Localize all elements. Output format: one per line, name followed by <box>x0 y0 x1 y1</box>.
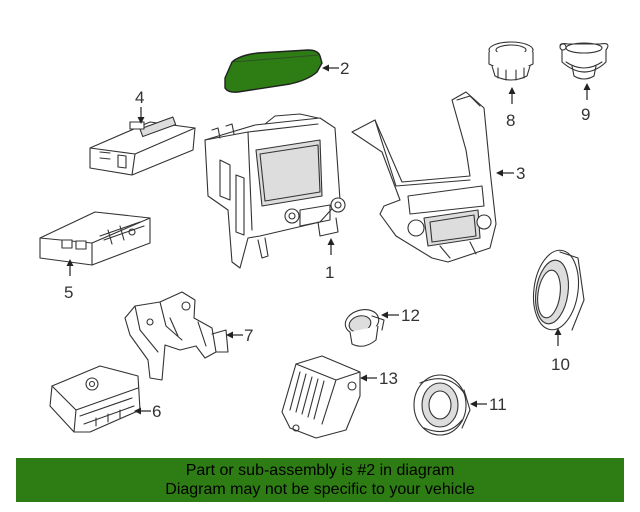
part-7-mounting-bracket[interactable] <box>124 291 229 381</box>
callout-9: 9 <box>581 105 590 124</box>
callout-3: 3 <box>516 164 525 183</box>
banner-line-part: Part or sub-assembly is #2 in diagram <box>185 462 455 479</box>
leader-2: 2 <box>322 59 349 78</box>
callout-13: 13 <box>379 369 398 388</box>
part-9-tweeter-speaker[interactable] <box>559 42 609 80</box>
part-info-banner: Part or sub-assembly is #2 in diagram Di… <box>16 458 624 502</box>
leader-5: 5 <box>64 259 74 302</box>
callout-2: 2 <box>340 59 349 78</box>
part-4-radio-receiver[interactable] <box>89 116 196 176</box>
callout-1: 1 <box>325 263 334 282</box>
leader-12: 12 <box>381 306 420 325</box>
callout-12: 12 <box>401 306 420 325</box>
callout-4: 4 <box>135 88 144 107</box>
part-11-speaker[interactable] <box>413 374 471 436</box>
leader-13: 13 <box>360 369 398 388</box>
leader-9: 9 <box>581 83 591 124</box>
part-13-amplifier[interactable] <box>281 355 361 439</box>
leader-6: 6 <box>134 402 161 421</box>
leader-1: 1 <box>325 238 335 282</box>
leader-8: 8 <box>506 87 516 130</box>
part-8-tweeter-speaker[interactable] <box>488 41 534 81</box>
part-5-control-module[interactable] <box>39 211 151 266</box>
leader-3: 3 <box>496 164 525 183</box>
leader-7: 7 <box>226 326 253 345</box>
banner-line-disclaimer: Diagram may not be specific to your vehi… <box>165 481 475 498</box>
part-3-trim-plate[interactable] <box>351 91 497 263</box>
leader-4: 4 <box>135 88 145 124</box>
part-10-door-speaker[interactable] <box>529 247 585 332</box>
part-2-trim-bezel[interactable] <box>224 49 323 93</box>
part-1-display-head-unit[interactable] <box>204 113 346 269</box>
callout-10: 10 <box>551 355 570 374</box>
part-6-control-module[interactable] <box>49 365 141 433</box>
callout-11: 11 <box>489 395 507 414</box>
leader-11: 11 <box>470 395 507 414</box>
callout-8: 8 <box>506 111 515 130</box>
callout-7: 7 <box>244 326 253 345</box>
callout-6: 6 <box>152 402 161 421</box>
callout-5: 5 <box>64 283 73 302</box>
leader-10: 10 <box>551 328 570 374</box>
part-12-small-speaker[interactable] <box>342 306 385 347</box>
